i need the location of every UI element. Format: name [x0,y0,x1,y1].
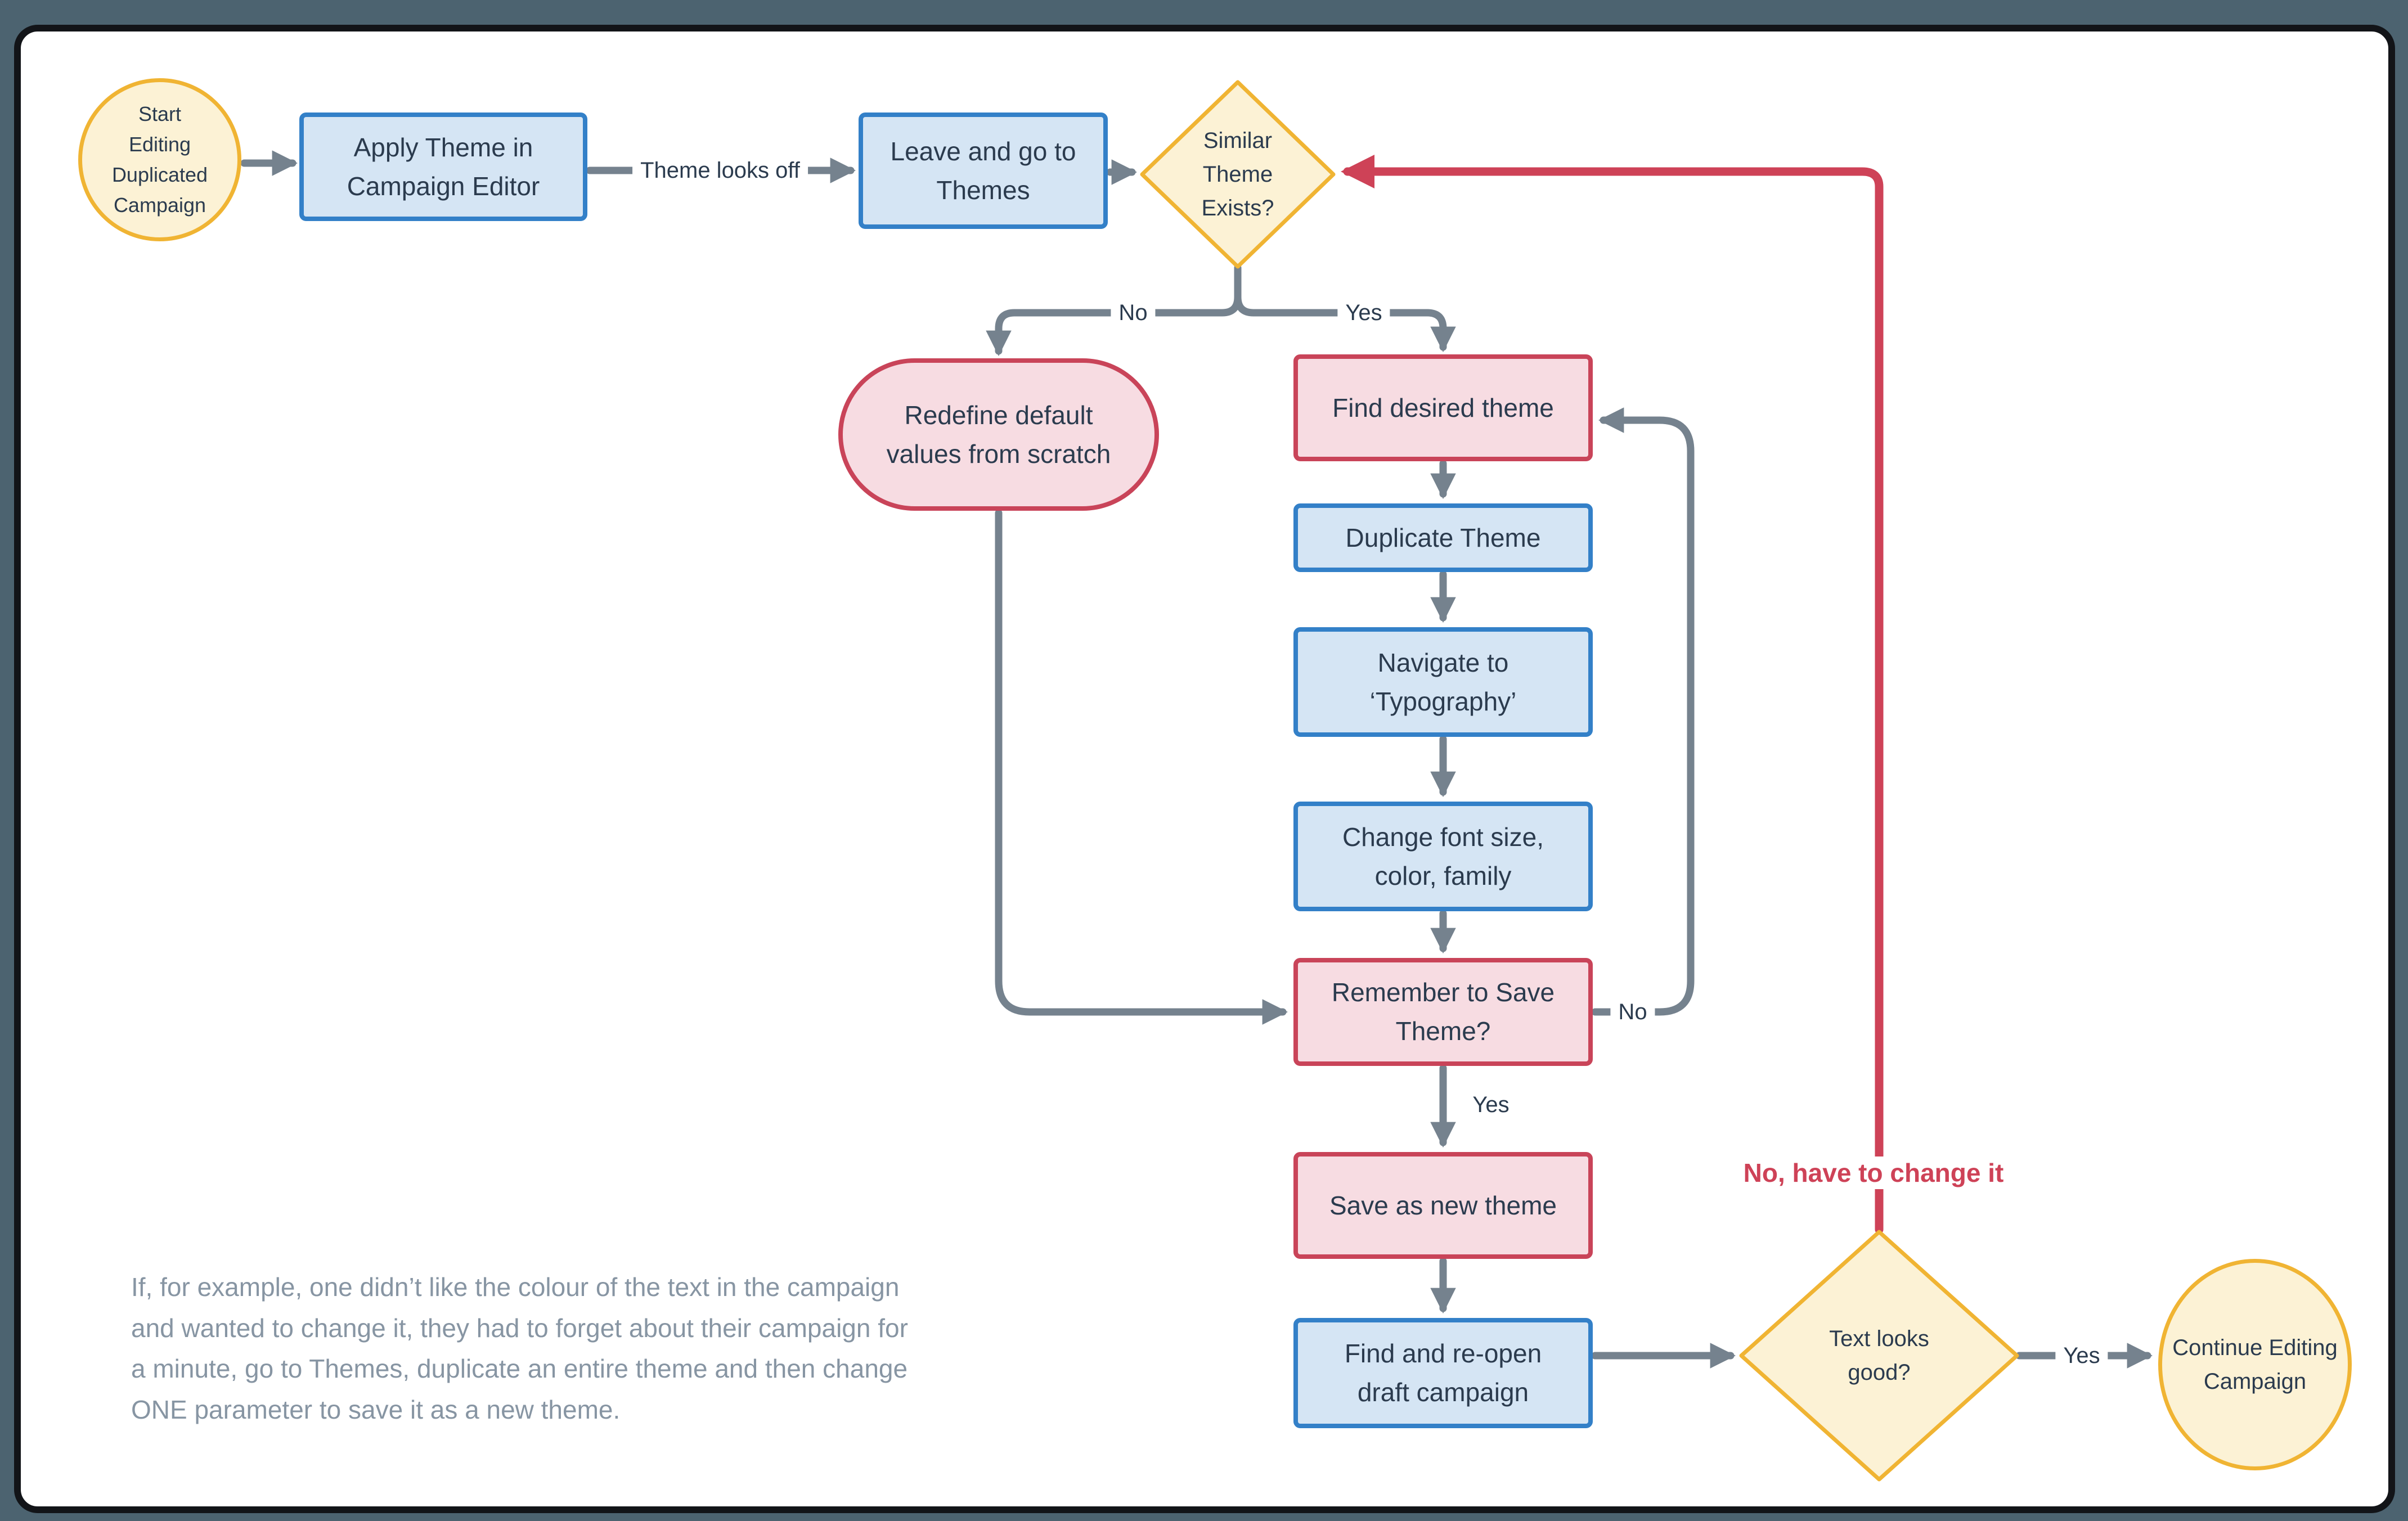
loop-no-save-theme [1591,407,1695,1016]
caption-line: If, for example, one didn’t like the col… [131,1272,900,1302]
branch-yes-line [1234,293,1456,353]
caption-line: ONE parameter to save it as a new theme. [131,1395,621,1425]
edge-label-save-yes: Yes [1472,1092,1510,1117]
node-save-new-theme: Save as new theme [1293,1152,1593,1259]
node-start: Start Editing Duplicated Campaign [78,78,241,241]
edge-label-branch-yes: Yes [1337,298,1390,327]
node-text-looks-good: Text looks good? [1829,1326,1929,1385]
edge-label-branch-no: No [1111,298,1156,327]
node-apply-theme: Apply Theme in Campaign Editor [299,112,587,221]
caption-line: a minute, go to Themes, duplicate an ent… [131,1354,908,1384]
node-change-font: Change font size, color, family [1293,802,1593,911]
decision-text-looks-good-shape [1739,1230,2019,1482]
edge-label-theme-looks-off: Theme looks off [632,156,808,185]
node-remember-save: Remember to Save Theme? [1293,958,1593,1066]
edge-label-save-no: No [1610,997,1655,1027]
node-find-reopen: Find and re-open draft campaign [1293,1318,1593,1428]
caption-paragraph: If, for example, one didn’t like the col… [131,1267,908,1430]
line-redefine-to-remember [995,509,1288,1025]
caption-line: and wanted to change it, they had to for… [131,1313,908,1343]
flowchart-canvas [14,25,2395,1513]
node-duplicate-theme: Duplicate Theme [1293,503,1593,572]
edge-label-final-yes: Yes [2055,1341,2108,1370]
node-leave-go-themes: Leave and go to Themes [859,112,1108,229]
node-find-desired-theme: Find desired theme [1293,354,1593,461]
node-similar-theme-exists: Similar Theme Exists? [1201,128,1274,220]
loop-no-have-to-change [1341,155,1884,1234]
decision-similar-theme-shape [1140,80,1336,269]
node-redefine-defaults: Redefine default values from scratch [838,358,1159,511]
node-continue-editing: Continue Editing Campaign [2158,1259,2352,1470]
node-navigate-typography: Navigate to ‘Typography’ [1293,627,1593,737]
edge-label-no-have-to-change: No, have to change it [1735,1156,2012,1189]
